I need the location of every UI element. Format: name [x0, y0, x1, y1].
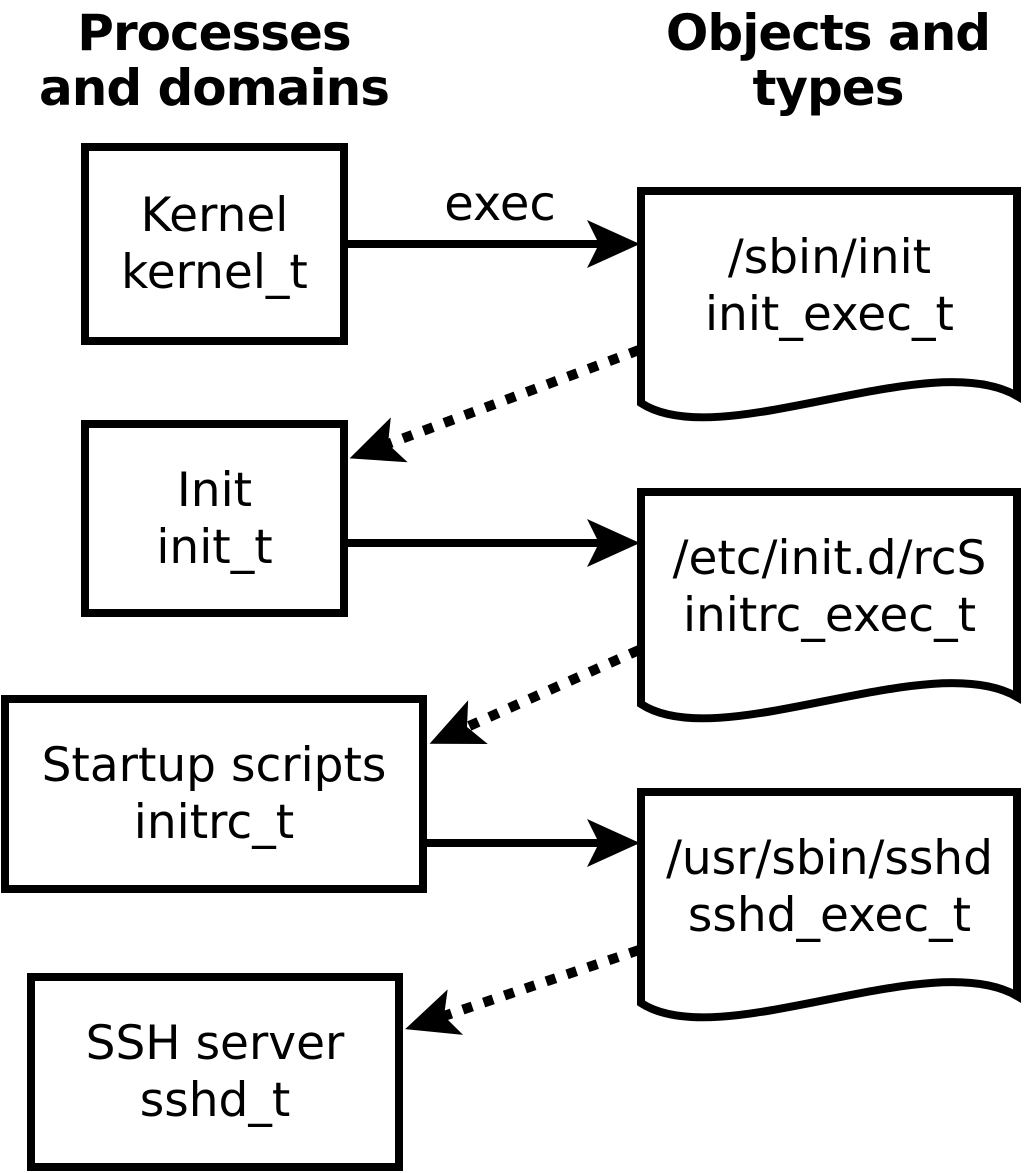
document-shape-usr-sbin-sshd	[637, 788, 1021, 1022]
left-column-title: Processes and domains	[38, 4, 390, 117]
document-shape-sbin-init	[637, 187, 1021, 422]
exec-edge-label: exec	[444, 176, 556, 232]
process-domain-type: kernel_t	[121, 245, 308, 300]
process-name: Init	[176, 462, 253, 518]
dotted-arrow-initrc-exec-to-initrc-t	[429, 645, 642, 745]
right-column-title: Objects and types	[665, 4, 991, 117]
dotted-arrow-init-exec-to-init-t	[349, 345, 641, 463]
process-name: Startup scripts	[41, 738, 387, 793]
process-domain-type: initrc_t	[133, 795, 295, 850]
process-box-ssh-server: SSH server sshd_t	[27, 973, 403, 1171]
process-domain-type: init_t	[156, 519, 273, 575]
process-box-init: Init init_t	[81, 420, 348, 617]
process-box-startup-scripts: Startup scripts initrc_t	[1, 695, 427, 893]
process-name: SSH server	[85, 1016, 345, 1071]
process-box-kernel: Kernel kernel_t	[81, 143, 348, 345]
document-shape-etc-initd-rcs	[637, 488, 1021, 723]
process-domain-type: sshd_t	[139, 1073, 291, 1128]
dotted-arrow-sshd-exec-to-sshd-t	[405, 945, 641, 1035]
process-name: Kernel	[140, 188, 289, 243]
